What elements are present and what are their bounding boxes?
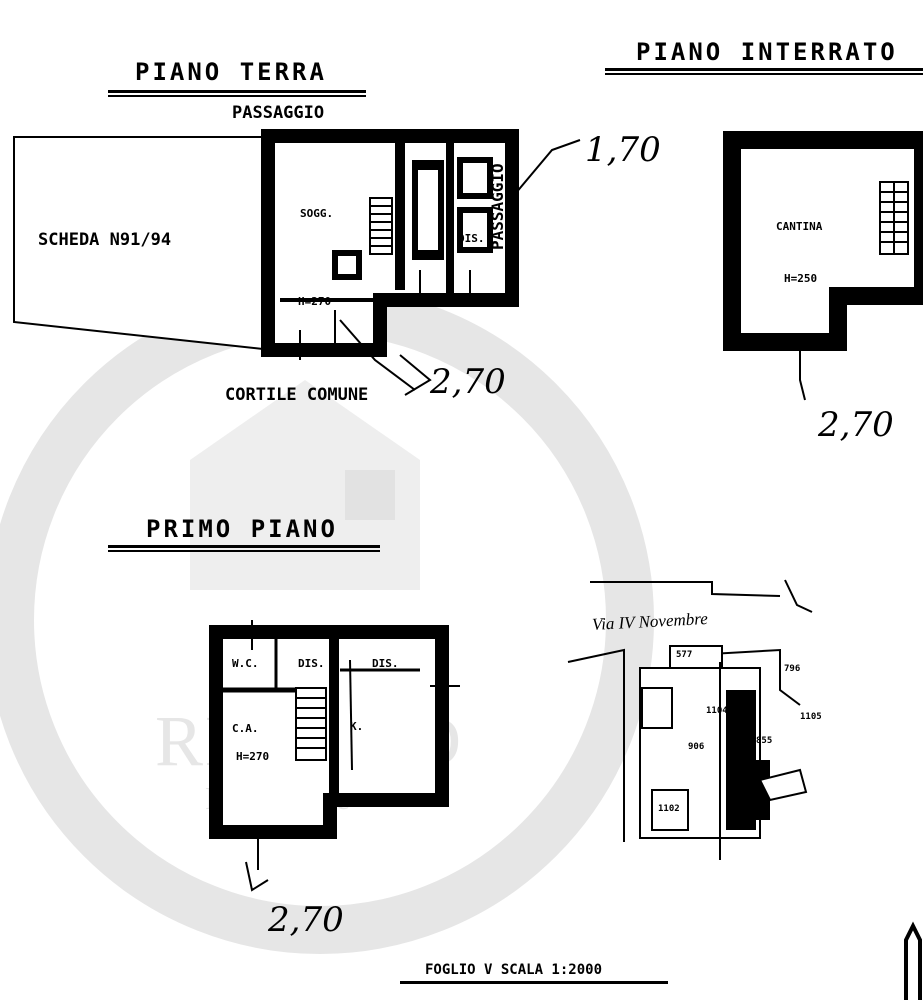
room-sogg: SOGG. (300, 207, 334, 220)
basement-annot: 2,70 (818, 405, 894, 445)
parcel-1104: 1104 (706, 706, 728, 716)
courtyard-label: CORTILE COMUNE (225, 385, 369, 405)
parcel-1105: 1105 (800, 712, 822, 722)
ground-annot-bottom: 2,70 (430, 362, 506, 402)
parcel-1102: 1102 (658, 804, 680, 814)
basement-height-label: H=250 (784, 272, 818, 285)
parcel-577: 577 (676, 650, 693, 660)
ground-floor-title: PIANO TERRA (135, 58, 327, 86)
first-title-underline (108, 545, 380, 548)
basement-title: PIANO INTERRATO (636, 38, 898, 66)
room-k: K. (350, 720, 364, 733)
passage-top-label: PASSAGGIO (232, 103, 325, 123)
first-height-label: H=270 (236, 750, 270, 763)
parcel-855: 855 (756, 736, 773, 746)
room-ca: C.A. (232, 722, 259, 735)
first-floor-title: PRIMO PIANO (146, 515, 338, 543)
room-dis-1: DIS. (298, 657, 325, 670)
first-title-underline-2 (108, 550, 380, 552)
ground-title-underline (108, 90, 366, 93)
parcel-796: 796 (784, 664, 801, 674)
ground-title-underline-2 (108, 95, 366, 97)
basement-title-underline (605, 68, 923, 71)
room-wc: W.C. (232, 657, 259, 670)
basement-title-underline-2 (605, 73, 923, 75)
room-dis-2: DIS. (372, 657, 399, 670)
room-dis-ground: DIS. (458, 232, 485, 245)
parcel-906: 906 (688, 742, 705, 752)
ground-annot-top: 1,70 (585, 130, 661, 170)
ground-height-label: H=270 (298, 295, 332, 308)
scheda-label: SCHEDA N91/94 (38, 230, 172, 250)
first-annot: 2,70 (268, 900, 344, 940)
room-cantina: CANTINA (776, 220, 823, 233)
scale-label: FOGLIO V SCALA 1:2000 (425, 962, 603, 978)
scale-underline (400, 981, 668, 984)
